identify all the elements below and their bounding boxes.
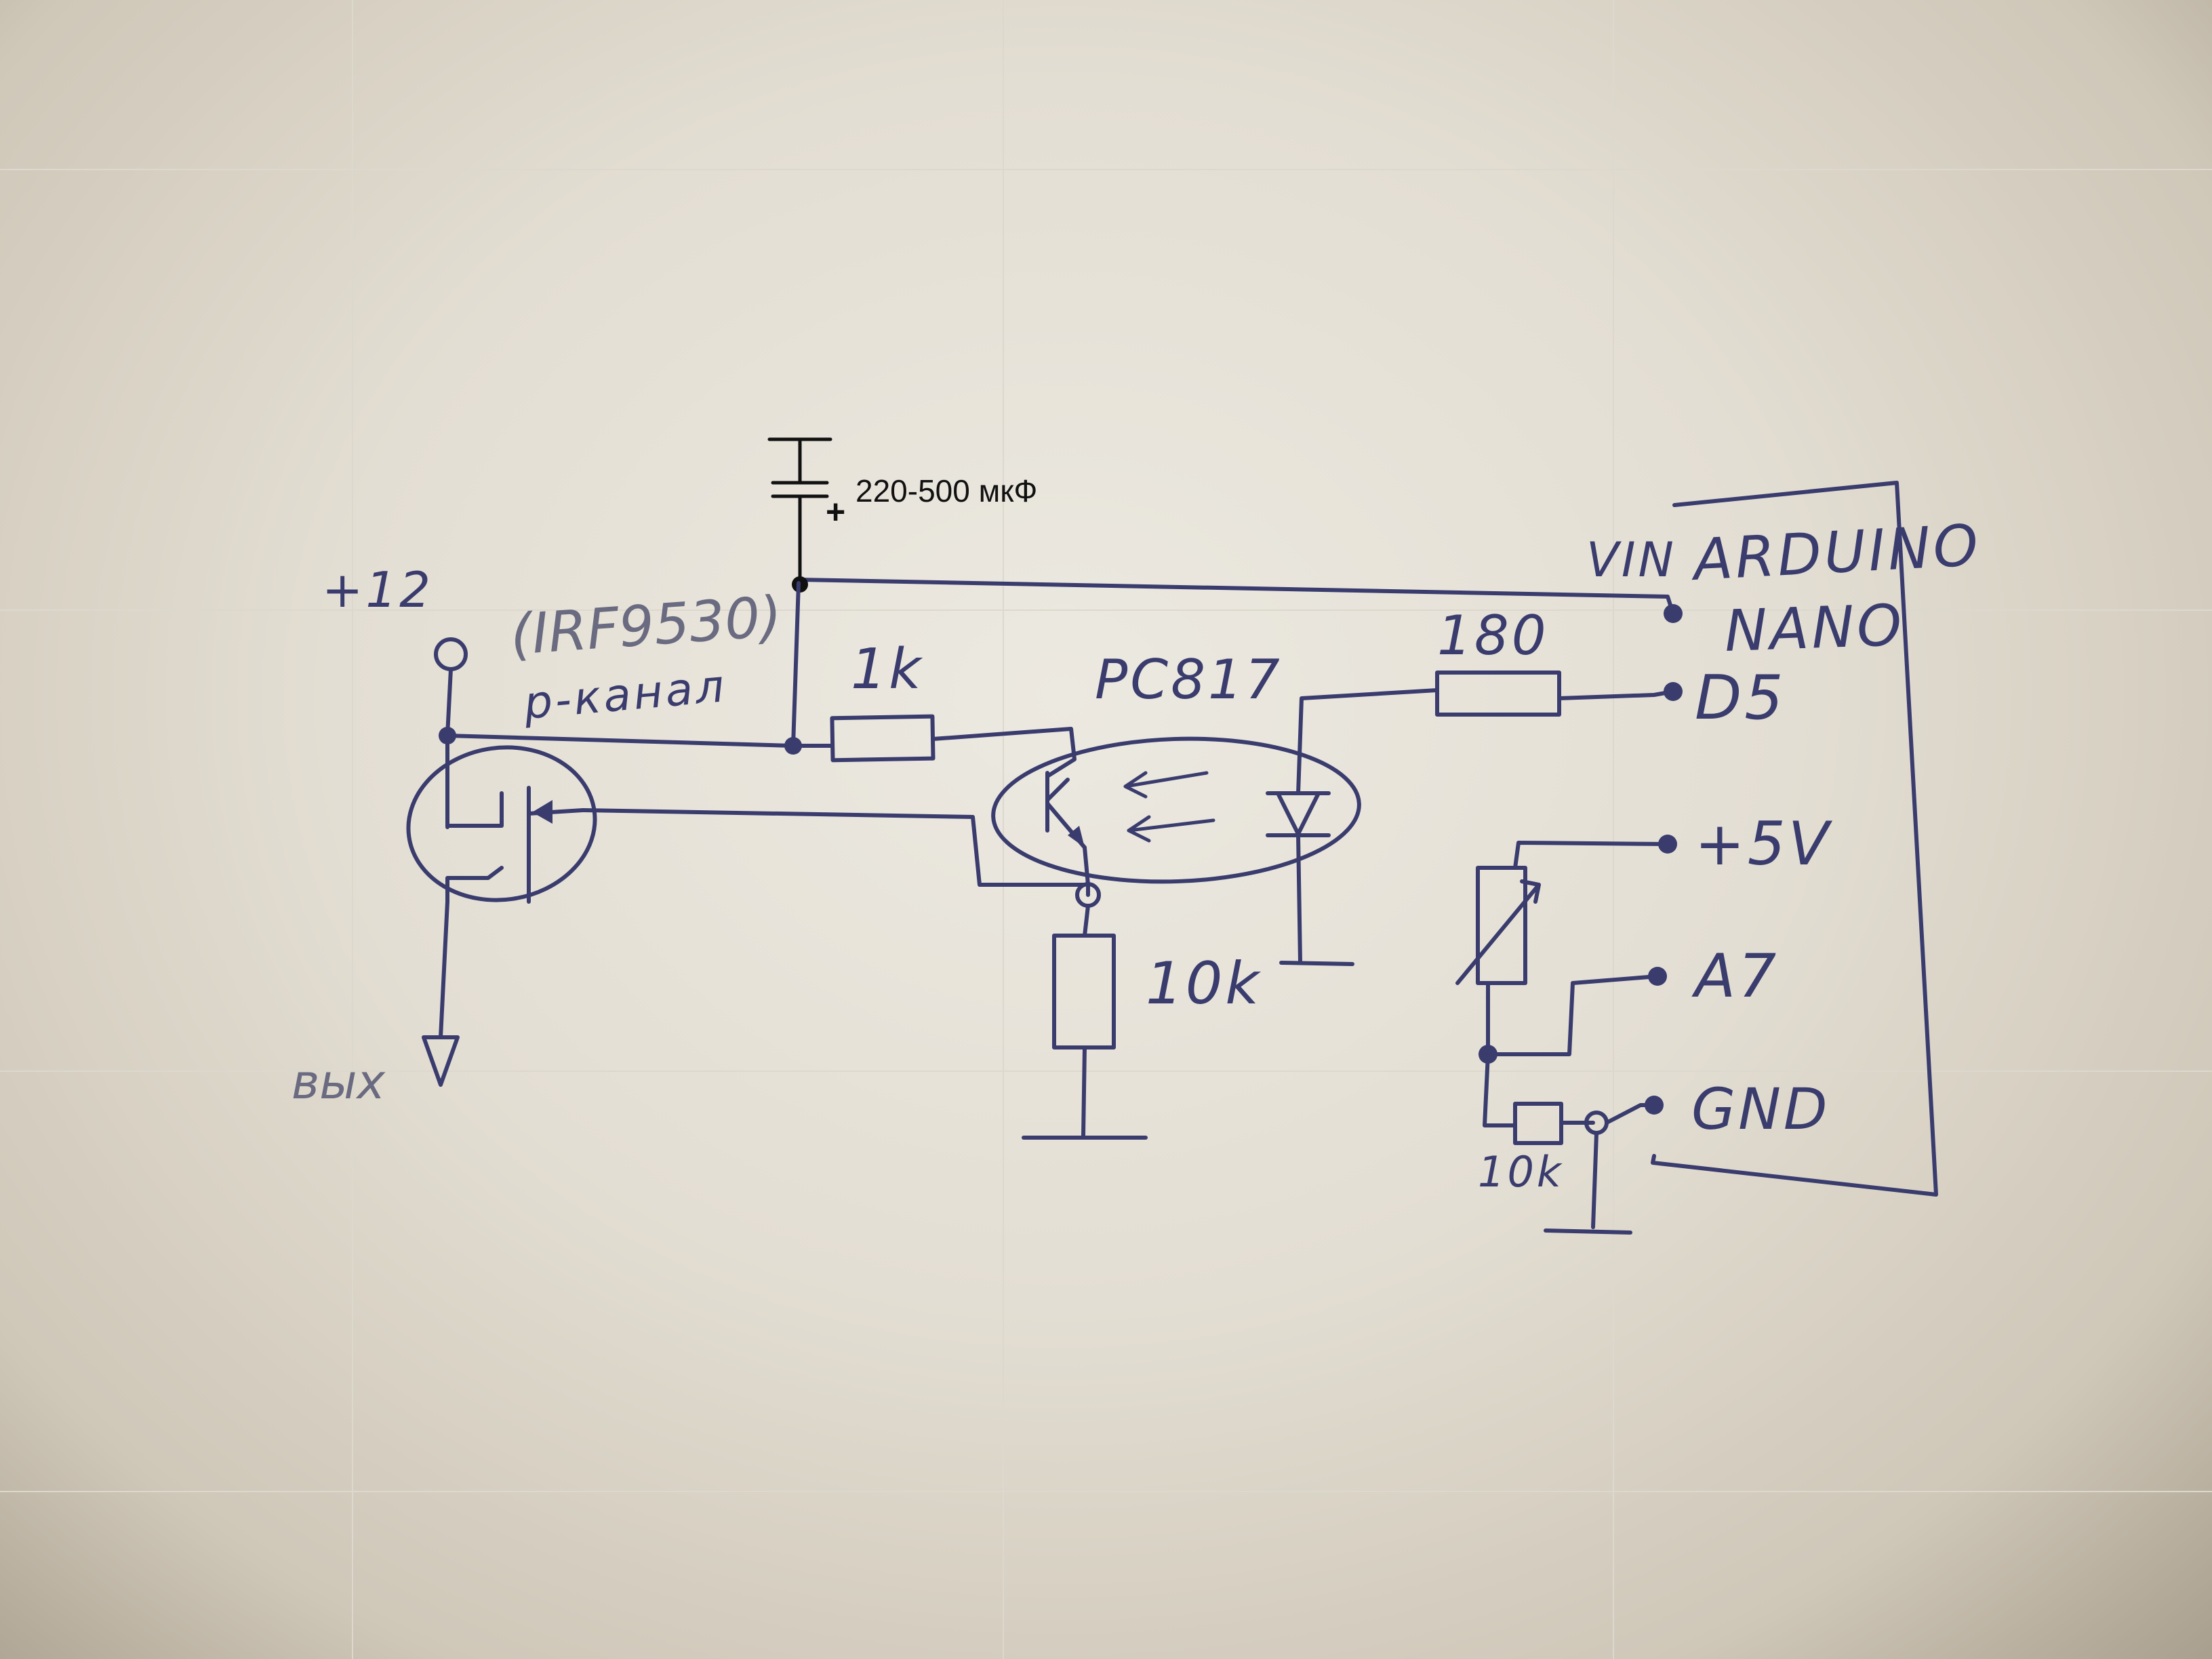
wire-node-to-10k <box>1483 1052 1517 1127</box>
ground-symbol-3 <box>1544 1228 1632 1235</box>
output-arrow <box>422 1035 460 1087</box>
resistor-10k-label: 10k <box>1146 950 1262 1018</box>
mosfet-type-label: p-канал <box>521 660 729 729</box>
wire-source-rail <box>445 734 795 748</box>
wire-gate <box>581 808 1087 887</box>
wire-vin <box>798 578 1675 616</box>
resistor-1k <box>830 714 936 763</box>
resistor-180-label: 180 <box>1437 604 1549 667</box>
wire-gnd-node-to-pin <box>1605 1103 1656 1125</box>
capacitor-value-label: 220-500 мкФ <box>856 473 1037 508</box>
resistor-divider-label: 10k <box>1478 1147 1564 1197</box>
wire-supply-down <box>445 667 453 738</box>
light-arrows <box>1123 771 1215 843</box>
supply-terminal <box>434 637 468 671</box>
pin-label-a7: A7 <box>1691 941 1779 1011</box>
board-name-line2: NANO <box>1723 592 1906 664</box>
arduino-board-outline <box>1651 481 1938 1197</box>
ground-symbol-2 <box>1279 961 1354 966</box>
wire-1k-to-collector <box>931 727 1077 778</box>
phototransistor-symbol <box>1045 771 1087 850</box>
led-diode-symbol <box>1266 791 1331 837</box>
resistor-10k-pulldown <box>1052 934 1116 1050</box>
wire-5v-to-pot <box>1513 841 1670 870</box>
resistor-10k-divider <box>1513 1102 1563 1145</box>
wire-node-to-a7 <box>1486 974 1660 1056</box>
pin-label-d5: D5 <box>1695 662 1786 734</box>
potentiometer-arrowhead <box>1520 879 1541 904</box>
optocoupler-body <box>991 736 1361 884</box>
wire-10k-to-ground <box>1081 1045 1087 1138</box>
optocoupler-label: PC817 <box>1095 648 1283 711</box>
wire-180-to-d5 <box>1557 689 1675 700</box>
resistor-1k-label: 1k <box>851 637 924 702</box>
pin-label-vin: VIN <box>1586 532 1676 588</box>
capacitor-symbol <box>767 437 832 593</box>
wire-gnd-node-down <box>1591 1132 1598 1229</box>
potentiometer-body <box>1476 866 1527 985</box>
resistor-180 <box>1435 671 1561 717</box>
wire-emitter <box>1083 845 1090 897</box>
pin-label-5v: +5V <box>1695 809 1833 879</box>
wire-led-anode <box>1296 688 1439 795</box>
pin-label-gnd: GND <box>1691 1076 1830 1142</box>
wire-drain-out <box>439 900 449 1039</box>
output-label: вых <box>291 1054 386 1110</box>
wire-led-cathode <box>1296 833 1302 965</box>
mosfet-symbol <box>406 734 597 904</box>
wire-rail-to-cap <box>791 581 801 748</box>
mosfet-part-label: (IRF9530) <box>508 584 784 668</box>
supply-label: +12 <box>322 561 433 618</box>
capacitor-plus-sign: + <box>826 493 845 531</box>
board-name-line1: ARDUINO <box>1689 512 1982 593</box>
potentiometer-arrow <box>1455 883 1541 985</box>
wire-to-10k <box>1083 904 1090 938</box>
